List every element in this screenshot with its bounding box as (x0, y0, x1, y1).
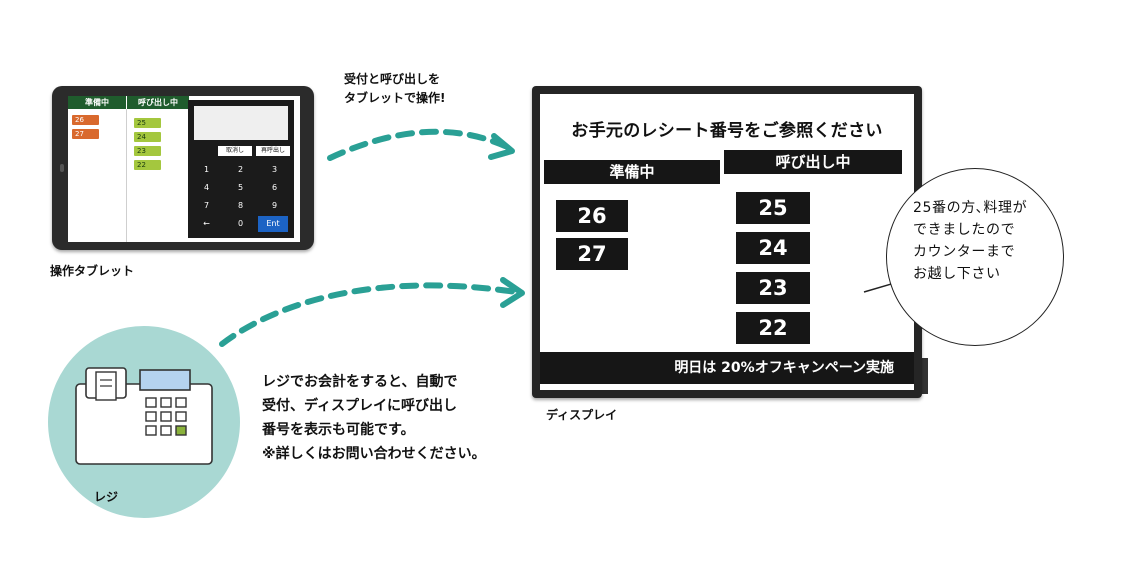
tablet-calling-chip[interactable]: 23 (134, 146, 161, 156)
display-screen: お手元のレシート番号をご参照ください 準備中 呼び出し中 26 27 25 24… (540, 94, 914, 390)
tablet-note-line: 受付と呼び出しを (344, 72, 441, 86)
display-waiting-number: 27 (556, 238, 628, 270)
register-note: レジでお会計をすると、自動で 受付、ディスプレイに呼び出し 番号を表示も可能です… (262, 370, 486, 466)
tablet-note-line: タブレットで操作! (344, 91, 446, 105)
lower-dashed-arrow (219, 282, 519, 347)
display-calling-number: 25 (736, 192, 810, 224)
display-calling-number: 22 (736, 312, 810, 344)
tablet-calling-chip[interactable]: 24 (134, 132, 161, 142)
display-calling-number: 23 (736, 272, 810, 304)
tablet-operation-note: 受付と呼び出しを タブレットで操作! (344, 70, 445, 108)
tablet-waiting-chip[interactable]: 26 (72, 115, 99, 125)
tablet-key[interactable]: 5 (237, 183, 244, 192)
tablet-key[interactable]: 9 (271, 201, 278, 210)
tablet-waiting-chip[interactable]: 27 (72, 129, 99, 139)
upper-dashed-arrow (327, 128, 508, 161)
display-calling-number: 24 (736, 232, 810, 264)
tablet-number-display (194, 106, 288, 140)
tablet-screen: 準備中 呼び出し中 26 27 25 24 23 22 取消し 再呼出し 1 2… (68, 96, 300, 242)
display-waiting-number: 26 (556, 200, 628, 232)
display-monitor: お手元のレシート番号をご参照ください 準備中 呼び出し中 26 27 25 24… (532, 86, 922, 398)
lower-arrowhead (500, 277, 525, 308)
tablet-keypad-panel: 取消し 再呼出し 1 2 3 4 5 6 7 8 9 ← 0 Ent (188, 100, 294, 238)
tablet-key[interactable]: 0 (237, 219, 244, 228)
register-note-line: ※詳しくはお問い合わせください。 (262, 446, 486, 462)
display-caption: ディスプレイ (546, 408, 618, 422)
speech-bubble: 25番の方､料理が できましたので カウンターまで お越し下さい (886, 168, 1064, 346)
tablet-cancel-button[interactable]: 取消し (218, 146, 252, 156)
operation-tablet: 準備中 呼び出し中 26 27 25 24 23 22 取消し 再呼出し 1 2… (52, 86, 314, 250)
register-note-line: 受付、ディスプレイに呼び出し (262, 398, 458, 414)
display-title: お手元のレシート番号をご参照ください (571, 121, 883, 141)
tablet-col-calling-header: 呼び出し中 (126, 96, 189, 109)
tablet-key[interactable]: 6 (271, 183, 278, 192)
tablet-key[interactable]: 7 (203, 201, 210, 210)
display-col-calling-header: 呼び出し中 (724, 150, 902, 174)
tablet-calling-chip[interactable]: 25 (134, 118, 161, 128)
register-note-line: レジでお会計をすると、自動で (262, 374, 458, 390)
monitor-side-mount (920, 358, 928, 394)
speech-bubble-text: 25番の方､料理が できましたので カウンターまで お越し下さい (913, 200, 1028, 282)
display-footer-banner: 明日は 20%オフキャンペーン実施 (540, 352, 914, 384)
tablet-key[interactable]: 4 (203, 183, 210, 192)
display-footer-text: 明日は 20%オフキャンペーン実施 (674, 360, 894, 376)
tablet-calling-chip[interactable]: 22 (134, 160, 161, 170)
tablet-key[interactable]: 3 (271, 165, 278, 174)
tablet-key[interactable]: 8 (237, 201, 244, 210)
display-col-waiting-header: 準備中 (544, 160, 720, 184)
tablet-col-waiting-header: 準備中 (68, 96, 126, 109)
upper-arrowhead (488, 133, 515, 160)
register-note-line: 番号を表示も可能です。 (262, 422, 415, 438)
tablet-caption: 操作タブレット (50, 264, 135, 278)
tablet-camera (60, 164, 64, 172)
tablet-key[interactable]: 1 (203, 165, 210, 174)
cash-register-icon (75, 367, 213, 465)
tablet-backspace-key[interactable]: ← (203, 219, 210, 228)
tablet-key[interactable]: 2 (237, 165, 244, 174)
tablet-column-divider (126, 109, 127, 242)
tablet-recall-button[interactable]: 再呼出し (256, 146, 290, 156)
register-caption: レジ (94, 490, 119, 504)
tablet-enter-key[interactable]: Ent (258, 216, 288, 232)
